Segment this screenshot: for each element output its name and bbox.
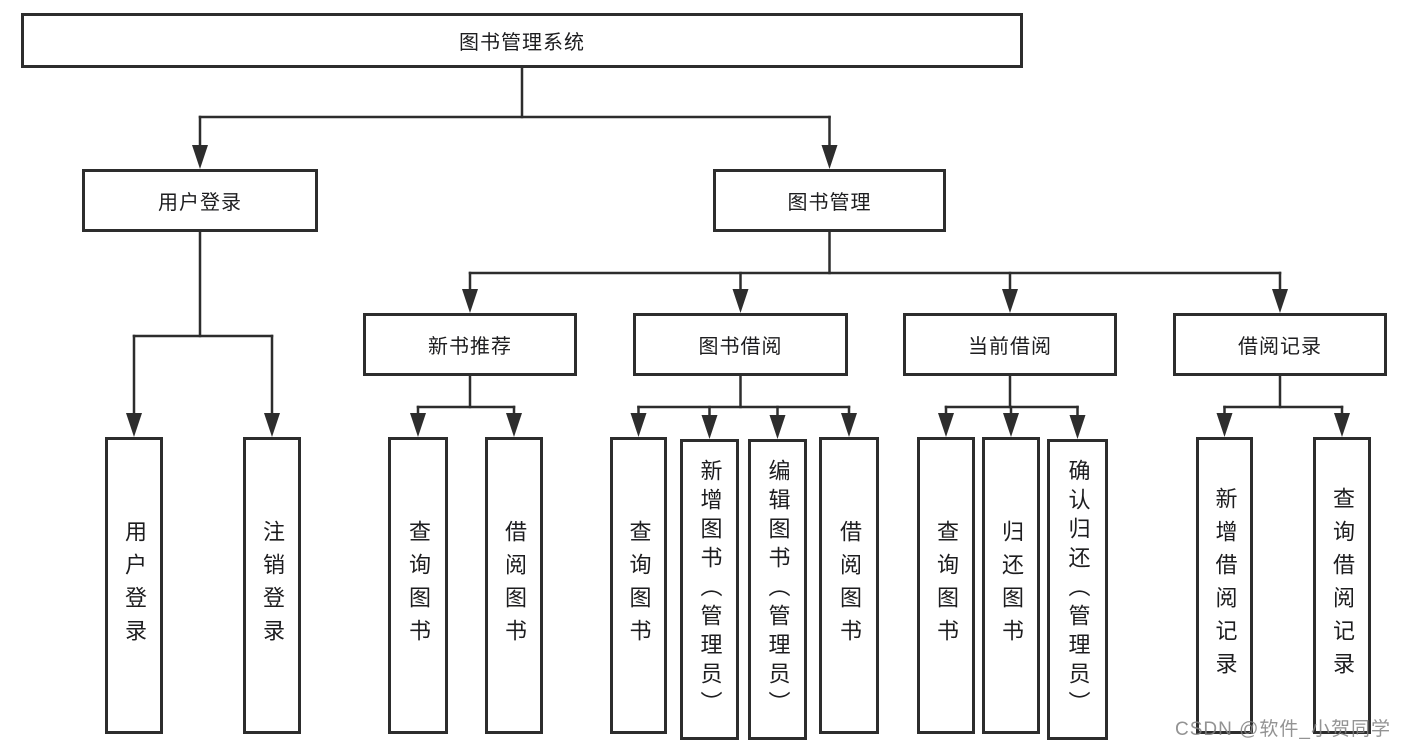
arrow-head xyxy=(938,413,954,437)
arrow-head xyxy=(1216,413,1233,437)
node-label: 查询图书 xyxy=(406,519,431,652)
arrow-head xyxy=(192,145,208,169)
node-label: 查询图书 xyxy=(626,519,652,652)
node-label: 当前借阅 xyxy=(968,336,1052,358)
node-borrow-records: 借阅记录 xyxy=(1173,313,1387,376)
arrow-head xyxy=(841,413,857,437)
node-label: 查询借阅记录 xyxy=(1330,486,1355,685)
node-label: 借阅记录 xyxy=(1238,336,1322,358)
node-leaf-bb-add: 新增图书（管理员） xyxy=(680,439,739,740)
arrow-head xyxy=(821,145,838,169)
node-label: 新增图书（管理员） xyxy=(697,459,723,720)
arrow-head xyxy=(1069,415,1086,439)
arrow-head xyxy=(1272,289,1288,313)
arrow-head xyxy=(769,415,786,439)
node-label: 图书管理 xyxy=(787,192,872,214)
node-label: 归还图书 xyxy=(999,519,1024,652)
arrow-head xyxy=(1334,413,1350,437)
arrow-head xyxy=(732,289,749,313)
node-leaf-logout: 注销登录 xyxy=(243,437,301,734)
arrow-head xyxy=(1002,289,1018,313)
node-root: 图书管理系统 xyxy=(21,13,1023,68)
arrow-head xyxy=(264,413,280,437)
node-label: 编辑图书（管理员） xyxy=(765,459,791,720)
node-label: 用户登录 xyxy=(122,519,147,652)
node-label: 确认归还（管理员） xyxy=(1065,459,1091,720)
arrow-head xyxy=(506,413,522,437)
node-label: 用户登录 xyxy=(158,192,242,214)
node-leaf-br-add: 新增借阅记录 xyxy=(1196,437,1253,734)
node-label: 图书管理系统 xyxy=(459,32,585,54)
node-label: 新书推荐 xyxy=(428,336,512,358)
node-label: 查询图书 xyxy=(934,519,959,652)
node-user-login: 用户登录 xyxy=(82,169,318,232)
node-leaf-bb-borrow: 借阅图书 xyxy=(819,437,879,734)
node-book-borrow: 图书借阅 xyxy=(633,313,848,376)
node-label: 借阅图书 xyxy=(837,519,862,652)
node-leaf-bb-edit: 编辑图书（管理员） xyxy=(748,439,807,740)
node-leaf-cb-return: 归还图书 xyxy=(982,437,1040,734)
arrow-head xyxy=(630,413,647,437)
arrow-head xyxy=(410,413,426,437)
node-label: 借阅图书 xyxy=(502,519,527,652)
node-label: 注销登录 xyxy=(260,519,285,652)
arrow-head xyxy=(701,415,718,439)
node-label: 图书借阅 xyxy=(698,336,783,358)
node-current-borrow: 当前借阅 xyxy=(903,313,1117,376)
node-leaf-bb-query: 查询图书 xyxy=(610,437,667,734)
node-leaf-nbr-query: 查询图书 xyxy=(388,437,448,734)
node-leaf-user-login: 用户登录 xyxy=(105,437,163,734)
arrow-head xyxy=(1003,413,1019,437)
node-leaf-cb-confirm: 确认归还（管理员） xyxy=(1047,439,1108,740)
node-leaf-cb-query: 查询图书 xyxy=(917,437,975,734)
node-leaf-nbr-borrow: 借阅图书 xyxy=(485,437,543,734)
node-leaf-br-query: 查询借阅记录 xyxy=(1313,437,1371,734)
arrow-head xyxy=(126,413,142,437)
node-book-mgmt: 图书管理 xyxy=(713,169,946,232)
node-new-book-rec: 新书推荐 xyxy=(363,313,577,376)
arrow-head xyxy=(462,289,478,313)
node-label: 新增借阅记录 xyxy=(1212,486,1238,685)
